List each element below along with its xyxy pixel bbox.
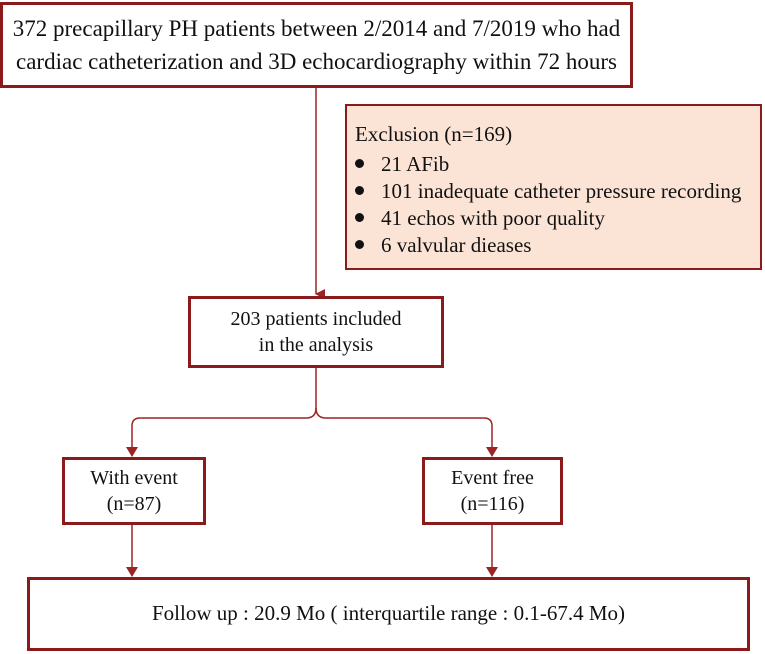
start-population-box: 372 precapillary PH patients between 2/2… bbox=[0, 2, 633, 88]
included-line-1: 203 patients included bbox=[230, 308, 402, 330]
with-event-label: With event bbox=[90, 467, 178, 489]
exclusion-item: 41 echos with poor quality bbox=[355, 205, 741, 232]
arrowhead-with-event-down bbox=[126, 567, 138, 577]
exclusion-item-label: 41 echos with poor quality bbox=[381, 205, 605, 230]
start-line-2: cardiac catheterization and 3D echocardi… bbox=[16, 49, 617, 74]
connector-included-branch-right bbox=[315, 407, 493, 455]
exclusion-item: 6 valvular dieases bbox=[355, 232, 741, 259]
included-patients-box: 203 patients included in the analysis bbox=[188, 296, 444, 368]
with-event-box: With event (n=87) bbox=[62, 457, 206, 525]
event-free-label: Event free bbox=[451, 467, 534, 489]
bullet-icon bbox=[355, 212, 364, 222]
exclusion-title: Exclusion (n=169) bbox=[355, 122, 513, 146]
exclusion-item-label: 6 valvular dieases bbox=[381, 232, 532, 257]
included-line-2: in the analysis bbox=[258, 334, 374, 356]
bullet-icon bbox=[355, 185, 364, 195]
exclusion-item: 21 AFib bbox=[355, 151, 741, 178]
start-line-1: 372 precapillary PH patients between 2/2… bbox=[12, 15, 621, 41]
exclusion-box: Exclusion (n=169) 21 AFib 101 inadequate… bbox=[345, 104, 762, 270]
follow-up-text: Follow up : 20.9 Mo ( interquartile rang… bbox=[151, 601, 625, 626]
exclusion-list: 21 AFib 101 inadequate catheter pressure… bbox=[355, 151, 741, 259]
exclusion-item: 101 inadequate catheter pressure recordi… bbox=[355, 178, 741, 205]
event-free-box: Event free (n=116) bbox=[422, 457, 563, 525]
arrowhead-included-left bbox=[126, 447, 138, 457]
arrowhead-event-free-down bbox=[486, 567, 498, 577]
exclusion-item-label: 101 inadequate catheter pressure recordi… bbox=[381, 178, 742, 203]
event-free-count: (n=116) bbox=[460, 493, 525, 515]
with-event-count: (n=87) bbox=[106, 493, 162, 515]
bullet-icon bbox=[355, 158, 364, 168]
follow-up-box: Follow up : 20.9 Mo ( interquartile rang… bbox=[27, 577, 750, 651]
connector-included-branch bbox=[131, 368, 317, 455]
bullet-icon bbox=[355, 239, 364, 249]
exclusion-item-label: 21 AFib bbox=[381, 151, 450, 176]
arrowhead-included-right bbox=[486, 447, 498, 457]
